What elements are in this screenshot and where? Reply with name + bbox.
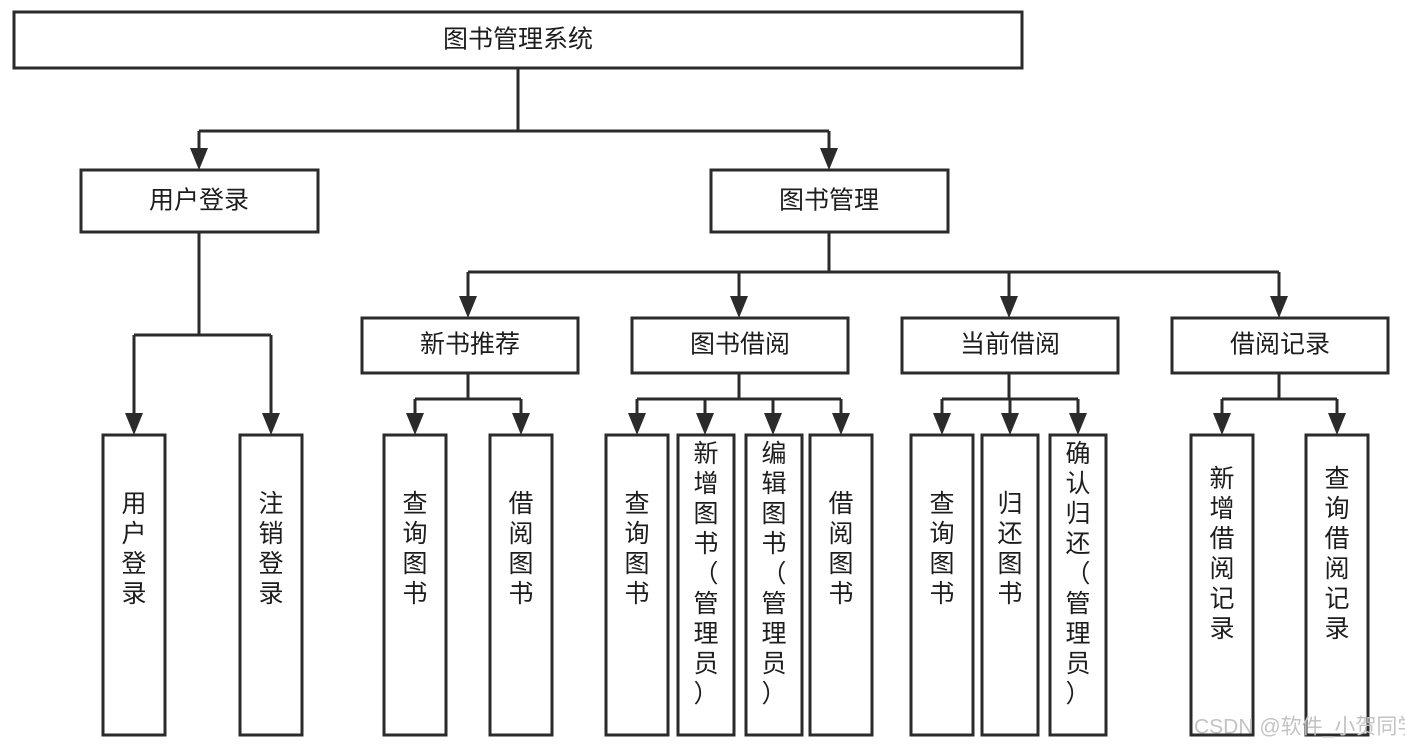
node-leaf-user-login[interactable]: 用户登录 <box>101 433 167 737</box>
arrow-new-book-recommend <box>459 296 477 318</box>
node-leaf-confirm-return[interactable]: 确认归还（管理员） <box>1048 433 1108 737</box>
arrow-leaf-query-book-1 <box>406 413 424 435</box>
node-leaf-add-record-box[interactable] <box>1189 433 1255 737</box>
node-current-borrow-label: 当前借阅 <box>960 331 1060 359</box>
node-current-borrow-box[interactable] <box>900 316 1120 375</box>
arrow-borrow-record <box>1270 296 1288 318</box>
node-current-borrow[interactable]: 当前借阅 <box>900 316 1120 375</box>
node-root[interactable]: 图书管理系统 <box>12 10 1024 70</box>
node-root-label: 图书管理系统 <box>443 26 593 54</box>
node-user-login[interactable]: 用户登录 <box>79 168 320 234</box>
node-leaf-add-record-label: 新增借阅记录 <box>1209 465 1234 643</box>
node-book-borrow-label: 图书借阅 <box>690 331 790 359</box>
arrow-leaf-confirm-return <box>1069 413 1087 435</box>
node-leaf-edit-book-label: 编辑图书（管理员） <box>761 440 786 708</box>
csdn-watermark: CSDN @软件_小贺同学 <box>1194 716 1405 739</box>
node-leaf-borrow-book-1-label: 借阅图书 <box>508 490 533 608</box>
node-leaf-user-logout-label: 注销登录 <box>258 490 283 608</box>
node-leaf-borrow-book-2-box[interactable] <box>808 433 874 737</box>
arrow-leaf-return-book <box>1001 413 1019 435</box>
node-leaf-edit-book[interactable]: 编辑图书（管理员） <box>744 433 804 737</box>
node-leaf-borrow-book-2-label: 借阅图书 <box>828 490 853 608</box>
node-new-book-recommend-label: 新书推荐 <box>420 331 520 359</box>
arrow-leaf-query-record <box>1328 413 1346 435</box>
node-leaf-confirm-return-box[interactable] <box>1048 433 1108 737</box>
arrow-leaf-borrow-book-1 <box>512 413 530 435</box>
node-leaf-borrow-book-1[interactable]: 借阅图书 <box>488 433 554 737</box>
node-root-box[interactable] <box>12 10 1024 70</box>
arrow-leaf-query-book-2 <box>628 413 646 435</box>
node-leaf-query-record[interactable]: 查询借阅记录 <box>1304 433 1370 737</box>
node-leaf-edit-book-box[interactable] <box>744 433 804 737</box>
node-leaf-query-book-2-label: 查询图书 <box>624 490 649 608</box>
arrow-leaf-edit-book <box>764 413 782 435</box>
arrow-leaf-borrow-book-2 <box>832 413 850 435</box>
node-book-borrow-box[interactable] <box>630 316 850 375</box>
node-leaf-query-book-2-box[interactable] <box>604 433 670 737</box>
node-leaf-query-book-3[interactable]: 查询图书 <box>909 433 975 737</box>
node-user-login-label: 用户登录 <box>149 187 249 215</box>
node-leaf-query-book-1-box[interactable] <box>382 433 448 737</box>
node-leaf-add-book-label: 新增图书（管理员） <box>693 440 718 708</box>
node-new-book-recommend-box[interactable] <box>360 316 580 375</box>
node-leaf-borrow-book-2[interactable]: 借阅图书 <box>808 433 874 737</box>
node-leaf-add-book[interactable]: 新增图书（管理员） <box>676 433 736 737</box>
node-leaf-query-book-1[interactable]: 查询图书 <box>382 433 448 737</box>
node-book-manage-box[interactable] <box>709 168 950 234</box>
arrow-user-login <box>190 148 208 170</box>
node-leaf-query-record-box[interactable] <box>1304 433 1370 737</box>
node-leaf-user-logout-box[interactable] <box>238 433 304 737</box>
node-borrow-record-box[interactable] <box>1170 316 1390 375</box>
node-leaf-user-login-label: 用户登录 <box>121 490 146 608</box>
node-leaf-add-record[interactable]: 新增借阅记录 <box>1189 433 1255 737</box>
node-leaf-query-record-label: 查询借阅记录 <box>1324 465 1349 643</box>
node-book-borrow[interactable]: 图书借阅 <box>630 316 850 375</box>
arrow-leaf-add-record <box>1213 413 1231 435</box>
arrow-leaf-user-login <box>125 413 143 435</box>
arrow-book-borrow <box>730 296 748 318</box>
node-user-login-box[interactable] <box>79 168 320 234</box>
arrow-book-manage <box>820 148 838 170</box>
node-leaf-return-book-box[interactable] <box>980 433 1040 737</box>
node-leaf-add-book-box[interactable] <box>676 433 736 737</box>
node-borrow-record-label: 借阅记录 <box>1230 331 1330 359</box>
node-book-manage[interactable]: 图书管理 <box>709 168 950 234</box>
node-leaf-user-login-box[interactable] <box>101 433 167 737</box>
arrow-leaf-add-book <box>696 413 714 435</box>
node-leaf-query-book-3-label: 查询图书 <box>929 490 954 608</box>
node-new-book-recommend[interactable]: 新书推荐 <box>360 316 580 375</box>
node-leaf-query-book-2[interactable]: 查询图书 <box>604 433 670 737</box>
arrow-current-borrow <box>1000 296 1018 318</box>
arrow-leaf-query-book-3 <box>933 413 951 435</box>
node-leaf-return-book[interactable]: 归还图书 <box>980 433 1040 737</box>
node-leaf-return-book-label: 归还图书 <box>997 490 1022 608</box>
node-leaf-query-book-3-box[interactable] <box>909 433 975 737</box>
node-leaf-query-book-1-label: 查询图书 <box>402 490 427 608</box>
node-borrow-record[interactable]: 借阅记录 <box>1170 316 1390 375</box>
node-leaf-borrow-book-1-box[interactable] <box>488 433 554 737</box>
connector-group <box>125 68 1346 435</box>
node-leaf-user-logout[interactable]: 注销登录 <box>238 433 304 737</box>
node-book-manage-label: 图书管理 <box>779 187 879 215</box>
node-leaf-confirm-return-label: 确认归还（管理员） <box>1065 440 1090 708</box>
arrow-leaf-user-logout <box>262 413 280 435</box>
